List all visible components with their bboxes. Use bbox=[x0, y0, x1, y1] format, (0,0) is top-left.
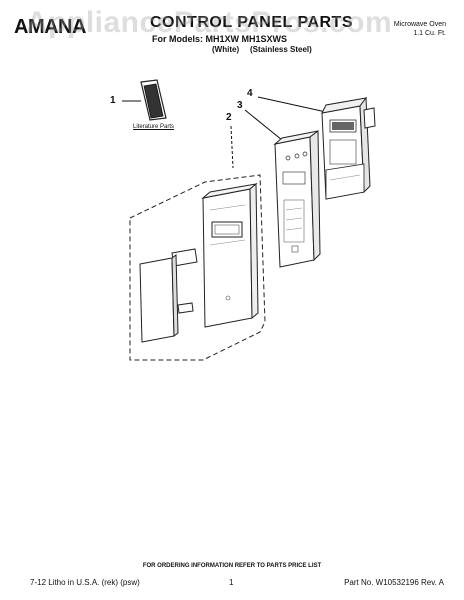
page-number: 1 bbox=[229, 578, 234, 587]
control-label-piece bbox=[177, 302, 194, 314]
brand-logo: AMANA bbox=[14, 16, 86, 38]
finish-white: (White) bbox=[212, 45, 240, 54]
product-line-2: 1.1 Cu. Ft. bbox=[413, 30, 446, 37]
callout-2: 2 bbox=[226, 112, 232, 123]
callout-3-leader bbox=[244, 109, 283, 141]
callout-4-leader bbox=[257, 96, 327, 113]
page-title: CONTROL PANEL PARTS bbox=[150, 14, 353, 31]
control-panel-assembly-outline bbox=[129, 174, 266, 361]
callout-1: 1 bbox=[110, 95, 116, 106]
mounting-bracket bbox=[321, 96, 376, 200]
callout-4: 4 bbox=[247, 88, 253, 99]
keypad-membrane bbox=[139, 254, 179, 343]
model-numbers: For Models: MH1XW MH1SXWS bbox=[152, 34, 288, 44]
control-panel-frame bbox=[201, 182, 259, 328]
litho-info: 7-12 Litho in U.S.A. (rek) (psw) bbox=[30, 578, 140, 587]
callout-3: 3 bbox=[237, 100, 243, 111]
watermark: AppliancePartsPros.com bbox=[26, 6, 393, 39]
part-number: Part No. W10532196 Rev. A bbox=[344, 578, 444, 587]
ordering-note: FOR ORDERING INFORMATION REFER TO PARTS … bbox=[142, 563, 322, 569]
product-description: Microwave Oven 1.1 Cu. Ft. bbox=[394, 20, 446, 38]
product-line-1: Microwave Oven bbox=[393, 21, 446, 28]
literature-booklet bbox=[140, 79, 167, 121]
control-panel-bracket bbox=[273, 130, 321, 268]
callout-2-leader bbox=[230, 125, 234, 169]
finish-stainless: (Stainless Steel) bbox=[250, 45, 312, 54]
literature-parts-label: Literature Parts bbox=[133, 124, 175, 130]
